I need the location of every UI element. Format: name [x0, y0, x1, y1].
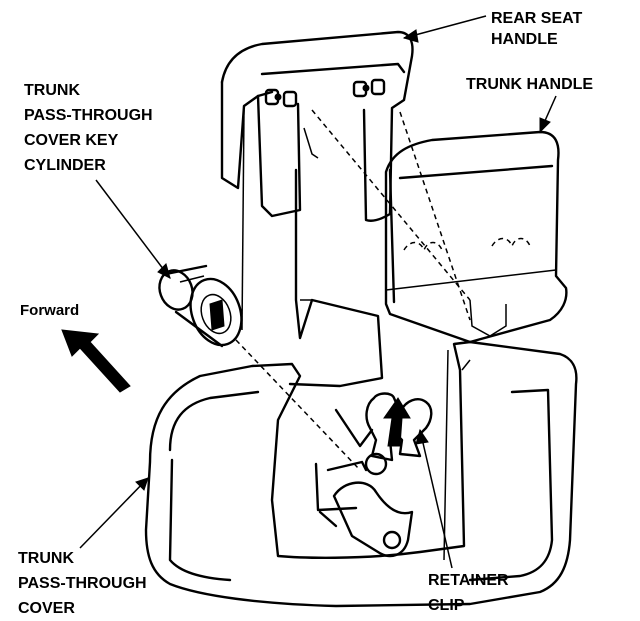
- pass-through-cover-label-line2: PASS-THROUGH: [18, 575, 147, 592]
- key-cylinder-label-line4: CYLINDER: [24, 157, 106, 174]
- forward-arrow: [61, 329, 131, 393]
- trunk-pass-through-cover-part: [144, 340, 578, 608]
- pass-through-cover-label: TRUNK PASS-THROUGH COVER: [18, 546, 147, 621]
- pass-through-cover-label-line3: COVER: [18, 600, 75, 617]
- retainer-clip-label: RETAINER CLIP: [428, 568, 509, 618]
- pass-through-cover-label-line1: TRUNK: [18, 550, 74, 567]
- forward-label: Forward: [20, 302, 80, 319]
- trunk-handle-label: TRUNK HANDLE: [466, 76, 594, 93]
- retainer-clip-label-line1: RETAINER: [428, 572, 509, 589]
- trunk-handle-part: [384, 130, 568, 344]
- rear-seat-handle-part: [220, 30, 414, 331]
- rear-seat-handle-label: REAR SEAT HANDLE: [491, 8, 582, 50]
- key-cylinder-label-line1: TRUNK: [24, 82, 80, 99]
- rear-seat-handle-label-line1: REAR SEAT: [491, 10, 583, 27]
- key-cylinder-part: [158, 264, 243, 348]
- rear-seat-handle-label-line2: HANDLE: [491, 31, 558, 48]
- retainer-clip-label-line2: CLIP: [428, 597, 465, 614]
- leader-lines: [79, 15, 557, 569]
- latch-mechanism: [314, 408, 414, 558]
- key-cylinder-label-line2: PASS-THROUGH: [24, 107, 153, 124]
- key-cylinder-label-line3: COVER KEY: [24, 132, 119, 149]
- key-cylinder-label: TRUNK PASS-THROUGH COVER KEY CYLINDER: [24, 78, 153, 178]
- retainer-clip-part: [365, 392, 433, 462]
